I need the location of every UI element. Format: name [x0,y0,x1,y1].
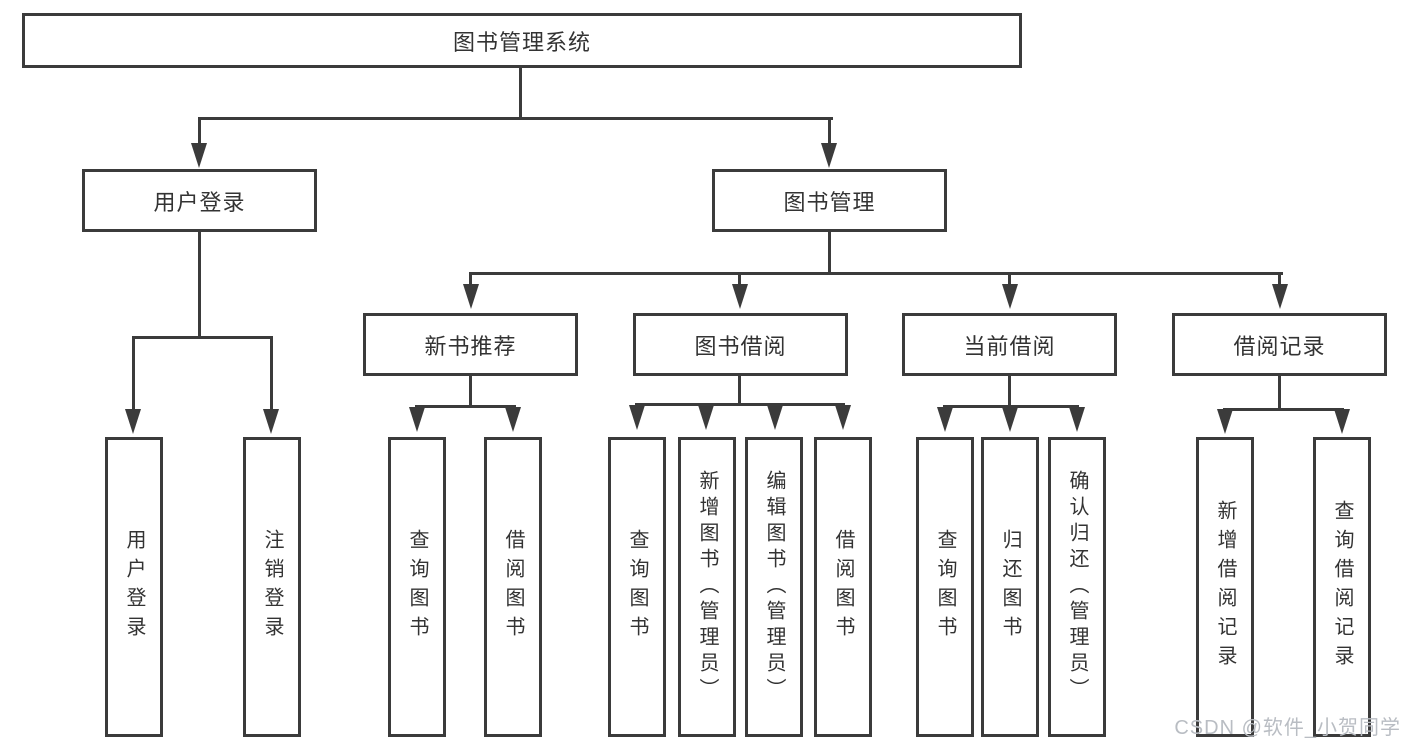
node-current-borrow: 当前借阅 [902,313,1117,376]
leaf-return-books: 归还图书 [981,437,1039,737]
arrow-down-icon [191,143,207,168]
connector-line [132,336,135,411]
arrow-down-icon [263,409,279,434]
node-book-management: 图书管理 [712,169,947,232]
arrow-down-icon [1002,284,1018,309]
arrow-down-icon [835,405,851,430]
connector-line [132,336,273,339]
connector-line [943,405,1079,408]
connector-line [415,405,516,408]
leaf-logout: 注销登录 [243,437,301,737]
connector-line [198,232,201,339]
connector-line [738,272,741,285]
arrow-down-icon [125,409,141,434]
connector-line [198,117,833,120]
node-book-management-label: 图书管理 [783,189,876,215]
node-new-book-recommend: 新书推荐 [363,313,578,376]
arrow-down-icon [821,143,837,168]
node-borrow-records: 借阅记录 [1172,313,1387,376]
leaf-borrow-books-label: 借阅图书 [832,529,854,645]
node-book-borrow: 图书借阅 [633,313,848,376]
node-root-label: 图书管理系统 [452,29,591,55]
leaf-query-books-recommend-label: 查询图书 [406,529,428,645]
leaf-edit-books-admin: 编辑图书（管理员） [745,437,803,737]
arrow-down-icon [1334,409,1350,434]
connector-line [1278,272,1281,285]
arrow-down-icon [1069,407,1085,432]
arrow-down-icon [937,407,953,432]
leaf-confirm-return-admin-label: 确认归还（管理员） [1066,470,1088,704]
arrow-down-icon [409,407,425,432]
connector-line [1278,376,1281,410]
leaf-borrow-books-recommend: 借阅图书 [484,437,542,737]
leaf-add-borrow-record: 新增借阅记录 [1196,437,1254,737]
connector-line [469,272,1283,275]
arrow-down-icon [629,405,645,430]
node-new-book-recommend-label: 新书推荐 [424,333,517,359]
connector-line [198,117,201,145]
arrow-down-icon [698,405,714,430]
leaf-edit-books-admin-label: 编辑图书（管理员） [763,470,785,704]
leaf-query-books-borrow: 查询图书 [608,437,666,737]
leaf-user-login-label: 用户登录 [123,529,145,645]
connector-line [1008,272,1011,285]
leaf-query-borrow-record: 查询借阅记录 [1313,437,1371,737]
connector-line [828,117,831,145]
connector-line [469,376,472,407]
arrow-down-icon [1002,407,1018,432]
leaf-query-books-current: 查询图书 [916,437,974,737]
arrow-down-icon [1217,409,1233,434]
node-current-borrow-label: 当前借阅 [963,333,1056,359]
leaf-logout-label: 注销登录 [261,529,283,645]
leaf-borrow-books: 借阅图书 [814,437,872,737]
leaf-user-login: 用户登录 [105,437,163,737]
leaf-query-books-borrow-label: 查询图书 [626,529,648,645]
node-user-login-label: 用户登录 [153,189,246,215]
node-borrow-records-label: 借阅记录 [1233,333,1326,359]
leaf-query-borrow-record-label: 查询借阅记录 [1331,500,1353,674]
node-user-login: 用户登录 [82,169,317,232]
leaf-return-books-label: 归还图书 [999,529,1021,645]
arrow-down-icon [1272,284,1288,309]
leaf-add-borrow-record-label: 新增借阅记录 [1214,500,1236,674]
leaf-add-books-admin: 新增图书（管理员） [678,437,736,737]
connector-line [635,403,845,406]
arrow-down-icon [767,405,783,430]
connector-line [469,272,472,285]
arrow-down-icon [505,407,521,432]
arrow-down-icon [732,284,748,309]
leaf-confirm-return-admin: 确认归还（管理员） [1048,437,1106,737]
arrow-down-icon [463,284,479,309]
node-root: 图书管理系统 [22,13,1022,68]
csdn-watermark: CSDN @软件_小贺同学 [1174,717,1401,739]
leaf-query-books-current-label: 查询图书 [934,529,956,645]
connector-line [1008,376,1011,407]
connector-line [738,376,741,405]
connector-line [519,68,522,119]
connector-line [270,336,273,411]
connector-line [1223,408,1344,411]
node-book-borrow-label: 图书借阅 [694,333,787,359]
leaf-borrow-books-recommend-label: 借阅图书 [502,529,524,645]
leaf-add-books-admin-label: 新增图书（管理员） [696,470,718,704]
leaf-query-books-recommend: 查询图书 [388,437,446,737]
connector-line [828,232,831,275]
